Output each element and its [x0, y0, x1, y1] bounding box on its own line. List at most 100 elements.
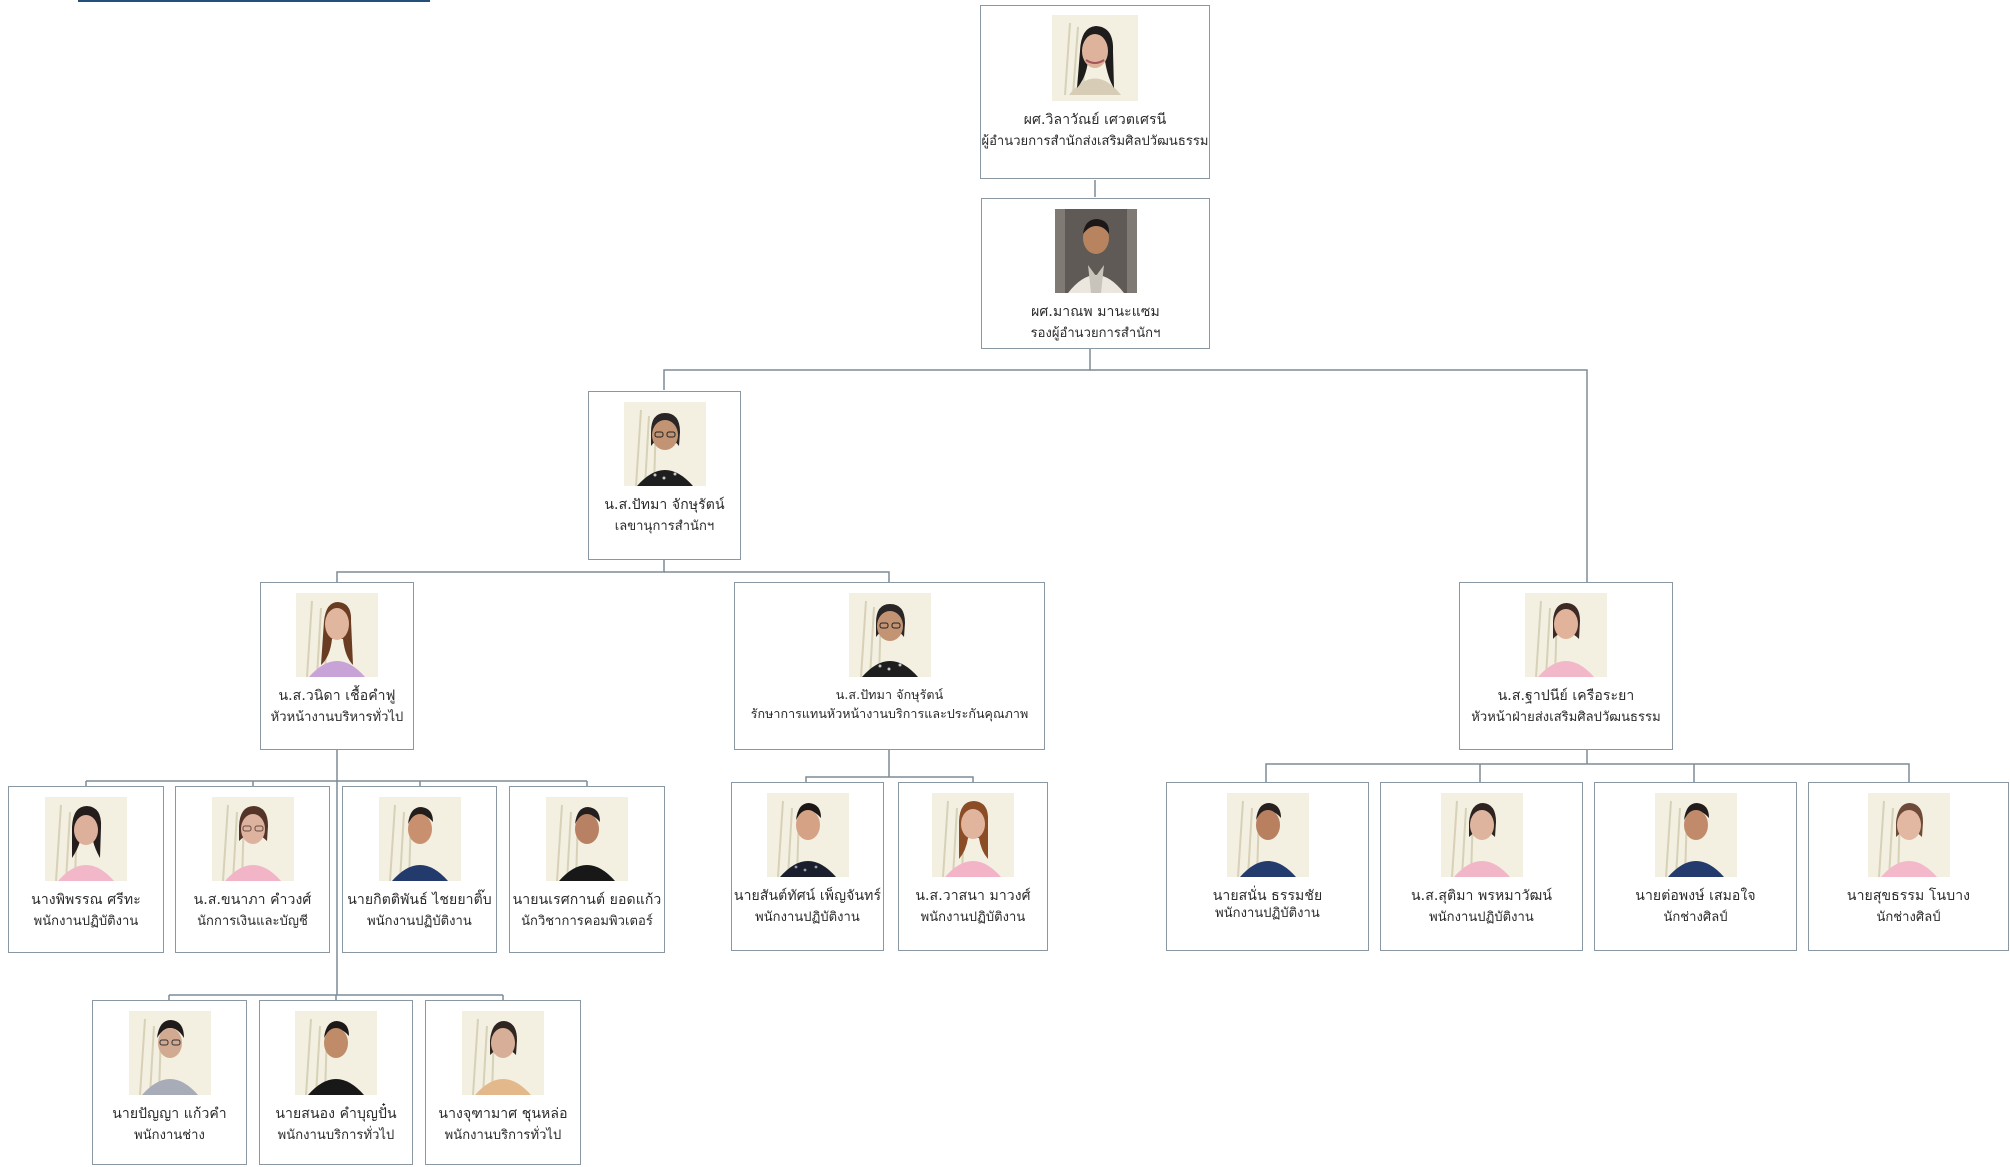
staff-5-photo-frame [766, 793, 849, 877]
female-culture-staff-portrait-icon [1440, 793, 1523, 877]
staff-2-name: น.ส.ขนาภา คำวงศ์ [193, 892, 312, 908]
staff-12-title: พนักงานบริการทั่วไป [277, 1128, 395, 1143]
male-staff-portrait-icon [378, 797, 461, 881]
staff-9-name: นายต่อพงษ์ เสมอใจ [1635, 888, 1756, 904]
staff-2-title: นักการเงินและบัญชี [197, 914, 308, 929]
female-finance-portrait-icon [211, 797, 294, 881]
connector-secretary-branch [336, 560, 665, 582]
staff-10-name: นายสุขธรรม โนบาง [1846, 888, 1971, 904]
connector-secretary-service [664, 571, 890, 582]
staff-13-photo-frame [462, 1011, 544, 1095]
director-title: ผู้อำนวยการสำนักส่งเสริมศิลปวัฒนธรรม [981, 134, 1209, 149]
service-quality-acting-name: น.ส.ปัทมา จักษุรัตน์ [835, 687, 944, 702]
staff-card-9: นายต่อพงษ์ เสมอใจ นักช่างศิลป์ [1594, 782, 1797, 951]
staff-1-photo-frame [45, 797, 127, 881]
general-admin-head-name: น.ส.วนิดา เชื้อคำฟู [278, 688, 396, 704]
connector-deputy-culture-head [1090, 369, 1588, 582]
staff-card-6: น.ส.วาสนา มาวงศ์ พนักงานปฏิบัติงาน [898, 782, 1048, 951]
director-photo-frame [1052, 15, 1138, 101]
female-service-quality-portrait-icon [848, 593, 931, 677]
service-quality-acting-photo-frame [848, 593, 931, 677]
male-general-service-portrait-icon [295, 1011, 377, 1095]
female-secretary-portrait-icon [623, 402, 706, 486]
general-admin-head-photo-frame [296, 593, 378, 677]
female-staff-portrait-icon [45, 797, 127, 881]
staff-11-title: พนักงานช่าง [134, 1128, 205, 1143]
male-technician-portrait-icon [128, 1011, 211, 1095]
staff-6-title: พนักงานปฏิบัติงาน [920, 910, 1026, 925]
staff-4-title: นักวิชาการคอมพิวเตอร์ [521, 914, 653, 929]
staff-9-photo-frame [1654, 793, 1737, 877]
staff-3-photo-frame [378, 797, 461, 881]
staff-card-7: นายสนั่น ธรรมชัย พนักงานปฏิบัติงาน [1166, 782, 1369, 951]
staff-card-12: นายสนอง คำบุญปั๋น พนักงานบริการทั่วไป [259, 1000, 413, 1165]
female-culture-head-portrait-icon [1525, 593, 1607, 677]
secretary-card: น.ส.ปัทมา จักษุรัตน์ เลขานุการสำนักฯ [588, 391, 741, 560]
staff-6-name: น.ส.วาสนา มาวงศ์ [915, 888, 1031, 904]
director-name: ผศ.วิลาวัณย์ เศวตเศรนี [1023, 112, 1167, 128]
staff-11-name: นายปัญญา แก้วคำ [112, 1106, 227, 1122]
staff-8-title: พนักงานปฏิบัติงาน [1429, 910, 1534, 925]
staff-9-title: นักช่างศิลป์ [1663, 910, 1728, 925]
staff-card-5: นายสันต์ทัศน์ เพ็ญจันทร์ พนักงานปฏิบัติง… [731, 782, 884, 951]
service-quality-acting-card: น.ส.ปัทมา จักษุรัตน์ รักษาการแทนหัวหน้าง… [734, 582, 1045, 750]
culture-promotion-head-title: หัวหน้าฝ่ายส่งเสริมศิลปวัฒนธรรม [1471, 710, 1661, 725]
service-quality-acting-title: รักษาการแทนหัวหน้างานบริการและประกันคุณภ… [750, 706, 1029, 721]
deputy-name: ผศ.มาณพ มานะแซม [1031, 304, 1160, 320]
general-admin-head-card: น.ส.วนิดา เชื้อคำฟู หัวหน้างานบริหารทั่ว… [260, 582, 414, 750]
connector-culture-branch [1265, 750, 1910, 782]
staff-2-photo-frame [211, 797, 294, 881]
connector-service-branch [805, 750, 974, 782]
culture-promotion-head-name: น.ส.ฐาปนีย์ เครือระยา [1497, 688, 1635, 704]
staff-11-photo-frame [128, 1011, 211, 1095]
general-admin-head-title: หัวหน้างานบริหารทั่วไป [270, 710, 404, 725]
culture-promotion-head-card: น.ส.ฐาปนีย์ เครือระยา หัวหน้าฝ่ายส่งเสริ… [1459, 582, 1673, 750]
secretary-title: เลขานุการสำนักฯ [614, 519, 715, 534]
staff-5-title: พนักงานปฏิบัติงาน [755, 910, 860, 925]
secretary-name: น.ส.ปัทมา จักษุรัตน์ [604, 497, 725, 513]
staff-card-11: นายปัญญา แก้วคำ พนักงานช่าง [92, 1000, 247, 1165]
male-deputy-portrait-icon [1054, 209, 1137, 293]
culture-promotion-head-photo-frame [1525, 593, 1607, 677]
female-admin-head-portrait-icon [296, 593, 378, 677]
staff-8-photo-frame [1440, 793, 1523, 877]
staff-6-photo-frame [932, 793, 1014, 877]
staff-3-title: พนักงานปฏิบัติงาน [367, 914, 472, 929]
staff-3-name: นายกิตติพันธ์ ไชยยาติ๊บ [347, 892, 492, 908]
staff-card-2: น.ส.ขนาภา คำวงศ์ นักการเงินและบัญชี [175, 786, 330, 953]
staff-7-title: พนักงานปฏิบัติงาน [1215, 906, 1320, 921]
staff-card-1: นางพิพรรณ ศรีทะ พนักงานปฏิบัติงาน [8, 786, 164, 953]
staff-8-name: น.ส.สุติมา พรหมาวัฒน์ [1410, 888, 1553, 904]
connector-deputy-branch [663, 348, 1091, 390]
staff-12-name: นายสนอง คำบุญปั๋น [275, 1106, 397, 1122]
top-band-decoration [78, 0, 430, 2]
deputy-photo-frame [1054, 209, 1137, 293]
male-culture-staff-portrait-icon [1226, 793, 1309, 877]
secretary-photo-frame [623, 402, 706, 486]
staff-1-name: นางพิพรรณ ศรีทะ [31, 892, 141, 908]
staff-10-photo-frame [1867, 793, 1950, 877]
staff-card-4: นายนเรศกานต์ ยอดแก้ว นักวิชาการคอมพิวเตอ… [509, 786, 665, 953]
staff-13-name: นางจุฑามาศ ชุนหล่อ [438, 1106, 568, 1122]
staff-10-title: นักช่างศิลป์ [1876, 910, 1941, 925]
connector-admin-first-row [85, 780, 588, 786]
male-computer-officer-portrait-icon [546, 797, 628, 881]
connector-admin-second-row [168, 994, 504, 1000]
female-director-portrait-icon [1052, 15, 1138, 101]
staff-13-title: พนักงานบริการทั่วไป [444, 1128, 562, 1143]
male-artisan-portrait-icon [1654, 793, 1737, 877]
director-card: ผศ.วิลาวัณย์ เศวตเศรนี ผู้อำนวยการสำนักส… [980, 5, 1210, 179]
female-service-staff-portrait-icon [932, 793, 1014, 877]
staff-4-photo-frame [546, 797, 628, 881]
staff-card-3: นายกิตติพันธ์ ไชยยาติ๊บ พนักงานปฏิบัติงา… [342, 786, 497, 953]
staff-card-8: น.ส.สุติมา พรหมาวัฒน์ พนักงานปฏิบัติงาน [1380, 782, 1583, 951]
staff-4-name: นายนเรศกานต์ ยอดแก้ว [512, 892, 662, 908]
staff-7-photo-frame [1226, 793, 1309, 877]
deputy-card: ผศ.มาณพ มานะแซม รองผู้อำนวยการสำนักฯ [981, 198, 1210, 349]
deputy-title: รองผู้อำนวยการสำนักฯ [1030, 326, 1161, 341]
female-general-service-portrait-icon [462, 1011, 544, 1095]
female-artisan-portrait-icon [1867, 793, 1950, 877]
staff-card-10: นายสุขธรรม โนบาง นักช่างศิลป์ [1808, 782, 2009, 951]
